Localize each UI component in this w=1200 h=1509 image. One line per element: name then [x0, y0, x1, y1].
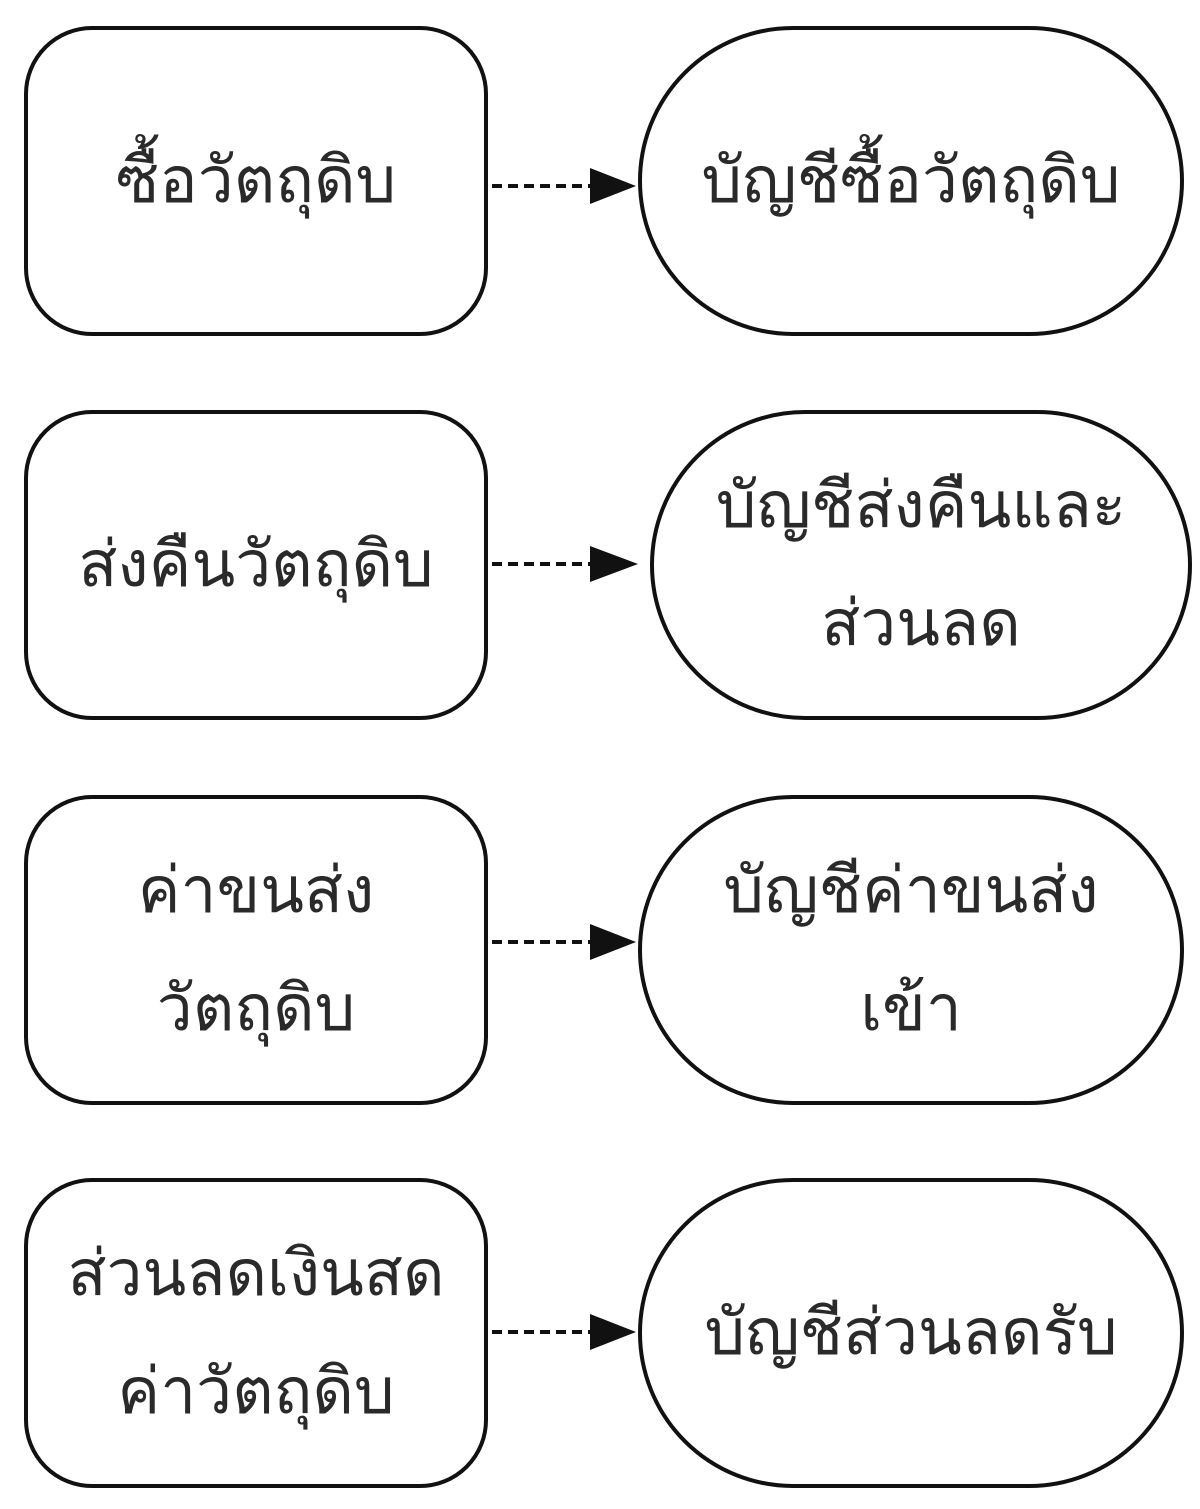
dashed-arrow — [492, 546, 638, 582]
account-label: บัญชีส่งคืนและ ส่วนลด — [715, 468, 1127, 661]
account-label: บัญชีซื้อวัตถุดิบ — [701, 143, 1121, 218]
account-node-purchases: บัญชีซื้อวัตถุดิบ — [638, 26, 1184, 336]
process-box-freight-raw-materials: ค่าขนส่ง วัตถุดิบ — [24, 795, 488, 1105]
dashed-arrow — [492, 1314, 636, 1350]
process-label: ค่าขนส่ง วัตถุดิบ — [137, 853, 375, 1046]
account-node-freight-in: บัญชีค่าขนส่ง เข้า — [638, 795, 1184, 1105]
account-node-returns-allowances: บัญชีส่งคืนและ ส่วนลด — [650, 410, 1192, 720]
account-node-discount-received: บัญชีส่วนลดรับ — [638, 1178, 1184, 1488]
process-box-cash-discount-raw-materials: ส่วนลดเงินสด ค่าวัตถุดิบ — [24, 1178, 488, 1488]
process-box-return-raw-materials: ส่งคืนวัตถุดิบ — [24, 410, 488, 720]
process-box-purchase-raw-materials: ซื้อวัตถุดิบ — [24, 26, 488, 336]
process-label: ซื้อวัตถุดิบ — [115, 143, 397, 218]
process-label: ส่งคืนวัตถุดิบ — [78, 527, 434, 602]
account-label: บัญชีค่าขนส่ง เข้า — [723, 853, 1099, 1046]
process-label: ส่วนลดเงินสด ค่าวัตถุดิบ — [67, 1236, 445, 1429]
dashed-arrow — [492, 924, 636, 960]
dashed-arrow — [492, 168, 636, 204]
account-label: บัญชีส่วนลดรับ — [704, 1295, 1118, 1370]
